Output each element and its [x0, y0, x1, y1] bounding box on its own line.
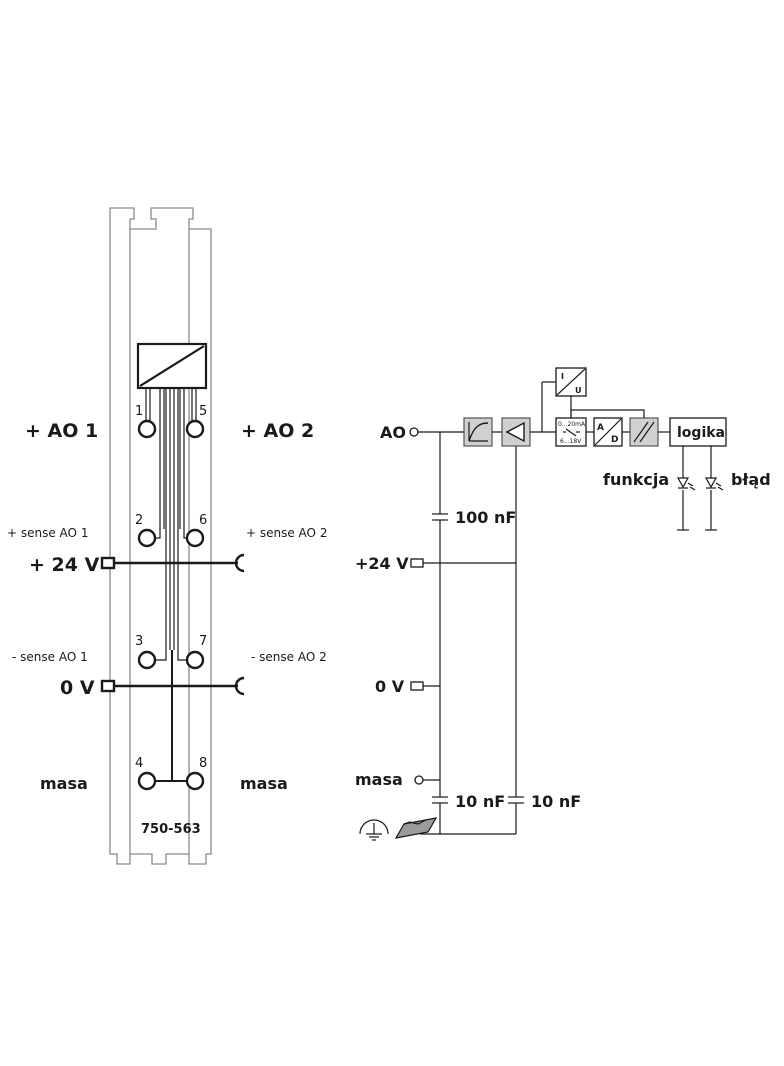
label-led-function: funkcja: [603, 470, 669, 489]
label-sense-plus-ao2: + sense AO 2: [246, 526, 327, 540]
led-function-icon: [676, 477, 696, 491]
v24-input-terminal: [410, 558, 424, 568]
v0-input-terminal: [410, 681, 424, 691]
iu-label-i: I: [561, 372, 564, 381]
schematic-label-ground: masa: [355, 770, 403, 789]
earth-ground-icon: [359, 819, 389, 841]
label-ao2: + AO 2: [241, 420, 314, 442]
label-sense-plus-ao1: + sense AO 1: [7, 526, 88, 540]
label-sense-minus-ao1: - sense AO 1: [12, 650, 88, 664]
converter-diagonal: [139, 345, 205, 387]
clamp-5: [185, 419, 205, 439]
schematic-label-0v: 0 V: [375, 677, 405, 696]
clamp-4: [137, 771, 157, 791]
pin-number-6: 6: [199, 513, 207, 528]
din-rail-icon: [394, 817, 438, 839]
logic-block: logika: [669, 417, 727, 447]
led-error-icon: [704, 477, 724, 491]
clamp-7: [185, 650, 205, 670]
pin-number-7: 7: [199, 634, 207, 649]
label-ao1: + AO 1: [25, 420, 98, 442]
label-capacitor-10nf-left: 10 nF: [455, 792, 505, 811]
schematic-label-24v: +24 V: [355, 554, 409, 573]
label-ground-left: masa: [40, 774, 88, 793]
clamp-2: [137, 528, 157, 548]
ad-label-a: A: [597, 423, 604, 433]
logic-label: logika: [677, 425, 725, 441]
clamp-3: [137, 650, 157, 670]
rail-0v-left-contact: [100, 679, 116, 693]
pin-number-2: 2: [135, 513, 143, 528]
pin-number-5: 5: [199, 404, 207, 419]
filter-block: [463, 417, 493, 447]
pin-number-8: 8: [199, 756, 207, 771]
part-number: 750-563: [141, 822, 201, 837]
label-0v: 0 V: [60, 677, 95, 699]
pin-number-3: 3: [135, 634, 143, 649]
capacitor-10nf-left: [432, 796, 448, 804]
module-housing: [109, 207, 212, 865]
capacitor-10nf-right: [508, 796, 524, 804]
rail-24v-left-contact: [100, 556, 116, 570]
current-voltage-block: I U: [555, 367, 587, 397]
label-sense-minus-ao2: - sense AO 2: [251, 650, 327, 664]
schematic-label-ao: AO: [380, 423, 406, 442]
switch-label-bottom: 6...18V: [560, 438, 582, 445]
label-capacitor-100nf: 100 nF: [455, 508, 516, 527]
clamp-1: [137, 419, 157, 439]
rail-24v-right-contact: [234, 553, 245, 573]
isolation-block: [629, 417, 659, 447]
label-24v: + 24 V: [29, 554, 100, 576]
switch-label-top: 0...20mA: [558, 421, 586, 428]
pin-number-1: 1: [135, 404, 143, 419]
rail-0v-right-contact: [234, 676, 245, 696]
range-switch-block: 0...20mA 6...18V: [555, 417, 587, 447]
iu-label-u: U: [575, 386, 582, 395]
label-capacitor-10nf-right: 10 nF: [531, 792, 581, 811]
ao-input-terminal: [409, 427, 419, 437]
ad-label-d: D: [611, 435, 618, 445]
module-terminal-drawing: 1 2 3 4 5 6 7 8 750-563 + AO 1 + sense A…: [7, 207, 327, 865]
capacitor-100nf: [432, 513, 448, 521]
ad-converter-block: A D: [593, 417, 623, 447]
amplifier-block: [501, 417, 531, 447]
clamp-8: [185, 771, 205, 791]
clamp-6: [185, 528, 205, 548]
ground-input-terminal: [414, 775, 424, 785]
label-ground-right: masa: [240, 774, 288, 793]
pin-number-4: 4: [135, 756, 143, 771]
label-led-error: błąd: [731, 470, 771, 489]
block-schematic: I U 0...20mA 6...18V A D: [355, 367, 771, 841]
